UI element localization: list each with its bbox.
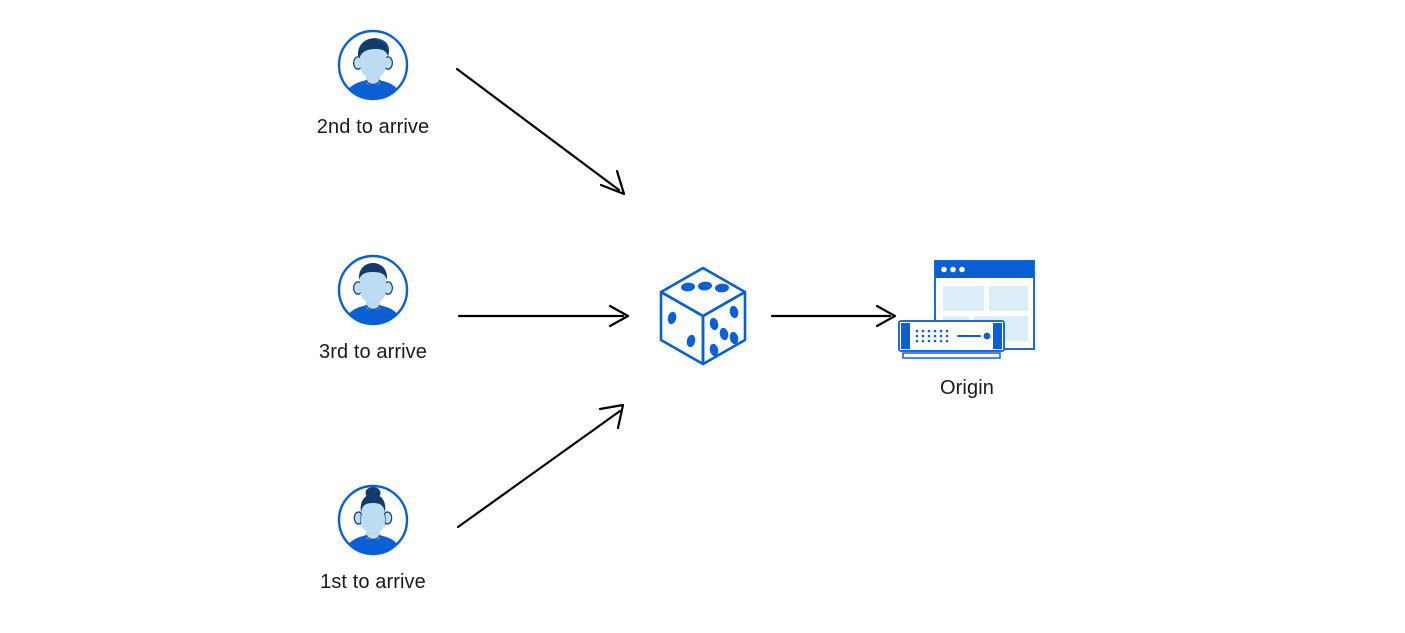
origin-label: Origin <box>940 377 994 399</box>
origin-server-icon <box>898 260 1035 359</box>
arrow-dice-to-origin <box>770 304 897 328</box>
arrow-1st-to-dice <box>456 403 625 529</box>
client-label-1st: 1st to arrive <box>320 571 426 593</box>
server-device <box>898 320 1005 359</box>
user-avatar-icon <box>337 29 409 101</box>
client-label-3rd: 3rd to arrive <box>318 341 427 363</box>
arrow-3rd-to-dice <box>457 304 630 328</box>
arrow-2nd-to-dice <box>455 67 626 196</box>
client-label-2nd: 2nd to arrive <box>316 116 430 138</box>
user-avatar-icon <box>337 484 409 556</box>
dice-icon <box>659 266 747 366</box>
user-avatar-icon <box>337 254 409 326</box>
